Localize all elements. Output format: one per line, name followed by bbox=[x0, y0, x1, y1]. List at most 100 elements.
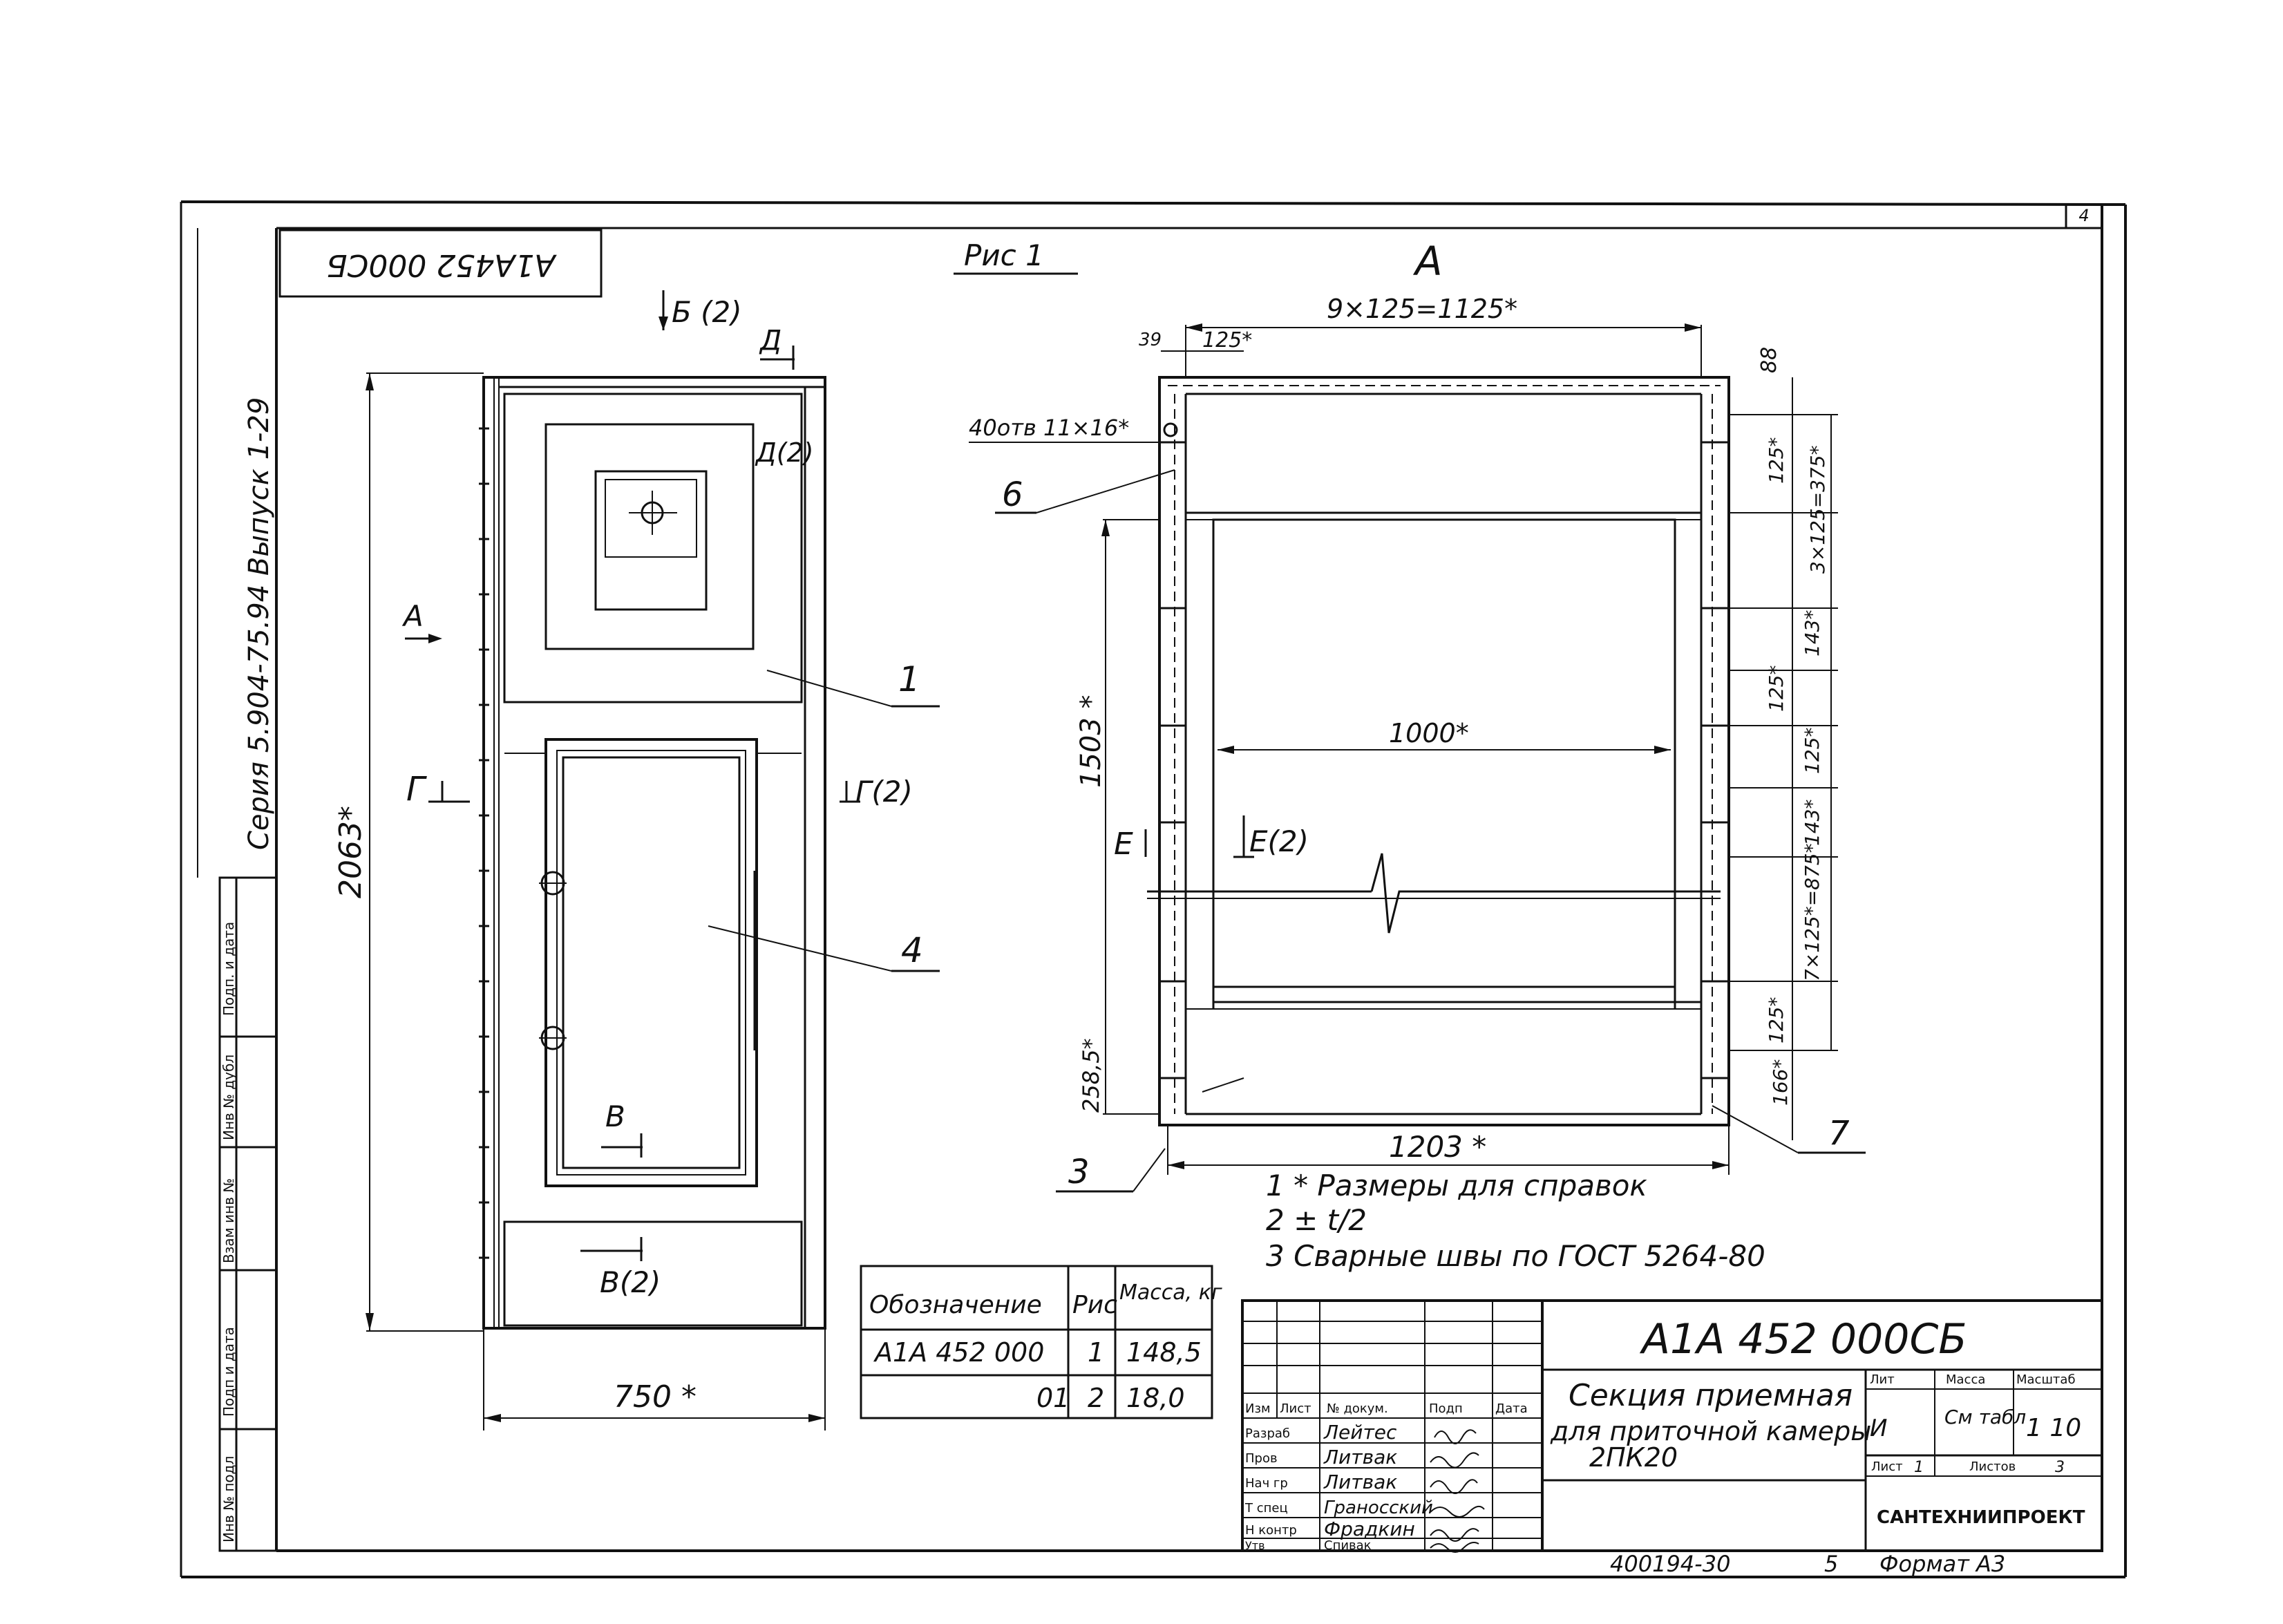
tb-name-5: Фрадкин bbox=[1324, 1518, 1415, 1540]
spec-row1-mass: 148,5 bbox=[1126, 1337, 1202, 1368]
stamp-sign-date-2: Подп и дата bbox=[220, 1327, 237, 1417]
view-arrow-a: А bbox=[401, 599, 424, 633]
section-mark-e: Е bbox=[1114, 827, 1133, 862]
tb-doc-code: А1А 452 000СБ bbox=[1639, 1315, 1967, 1363]
note-2: 2 ± t/2 bbox=[1266, 1203, 1367, 1237]
dim-258-5: 258,5* bbox=[1078, 1038, 1104, 1113]
door-panel bbox=[562, 756, 741, 1169]
stamp-orig-inv: Инв № подл bbox=[220, 1456, 237, 1542]
flange-frame bbox=[594, 470, 708, 611]
dim-r-166: 166* bbox=[1769, 1059, 1792, 1106]
spec-row1-designation: А1А 452 000 bbox=[873, 1337, 1044, 1368]
mounting-hole bbox=[1163, 422, 1178, 437]
section-mark-b: Б (2) bbox=[672, 295, 742, 329]
tb-title-line3: 2ПК20 bbox=[1589, 1442, 1678, 1473]
callout-7: 7 bbox=[1828, 1114, 1850, 1153]
tb-col-izm: Изм bbox=[1245, 1401, 1271, 1416]
spec-table: Обозначение Рис Масса, кг А1А 452 000 1 … bbox=[860, 1265, 1222, 1419]
tb-mass-value: См табл bbox=[1944, 1406, 2026, 1428]
tb-col-sign: Подп bbox=[1429, 1401, 1463, 1416]
callout-1: 1 bbox=[898, 659, 920, 699]
holes-note: 40отв 11×16* bbox=[969, 415, 1129, 441]
dim-r-3x125: 3×125=375* bbox=[1806, 445, 1829, 574]
front-view: Б (2) Д Д(2) А Г Г(2) В В(2) 1 4 2063* bbox=[333, 290, 940, 1431]
height-dimension: 2063* bbox=[333, 806, 368, 898]
dim-39: 39 bbox=[1139, 330, 1162, 350]
tb-col-doc: № докум. bbox=[1327, 1401, 1388, 1416]
tb-role-6: Утв bbox=[1245, 1539, 1265, 1552]
tb-mass-header: Масса bbox=[1946, 1372, 1985, 1387]
spec-row2-mass: 18,0 bbox=[1126, 1383, 1185, 1413]
dim-125-top: 125* bbox=[1202, 328, 1252, 352]
tb-name-2: Литвак bbox=[1323, 1446, 1397, 1469]
view-a-outer-frame bbox=[1158, 376, 1730, 1126]
view-a: А bbox=[969, 238, 1866, 1193]
dim-1203: 1203 * bbox=[1389, 1130, 1486, 1164]
tb-scale-header: Масштаб bbox=[2016, 1372, 2076, 1387]
spec-row2-designation: 01 bbox=[1036, 1383, 1070, 1413]
tb-role-4: Т спец bbox=[1244, 1501, 1288, 1516]
dim-r-143b: 143* bbox=[1801, 800, 1823, 846]
dim-1000: 1000* bbox=[1389, 718, 1469, 748]
section-mark-d2: Д(2) bbox=[755, 437, 814, 468]
stamp-dup-inv: Инв № дубл bbox=[220, 1055, 237, 1140]
tb-title-line1: Секция приемная bbox=[1569, 1378, 1853, 1413]
tb-name-6: Спивак bbox=[1324, 1538, 1372, 1553]
tb-organization: САНТЕХНИИПРОЕКТ bbox=[1877, 1507, 2085, 1528]
format-label: Формат А3 bbox=[1879, 1551, 2005, 1577]
tb-sheets-label: Листов bbox=[1969, 1460, 2016, 1474]
door-frame bbox=[544, 738, 758, 1187]
title-block: Изм Лист № докум. Подп Дата Разраб Лейте… bbox=[1241, 1299, 2103, 1553]
tb-lit-value: И bbox=[1870, 1415, 1887, 1442]
tb-role-1: Разраб bbox=[1245, 1426, 1290, 1441]
section-mark-d: Д bbox=[759, 325, 781, 357]
dim-r-143a: 143* bbox=[1801, 610, 1823, 657]
note-3: 3 Сварные швы по ГОСТ 5264-80 bbox=[1266, 1239, 1765, 1273]
tb-role-2: Пров bbox=[1245, 1451, 1278, 1466]
spec-header-designation: Обозначение bbox=[869, 1291, 1042, 1319]
code-stamp-rotated: А1А452 000СБ bbox=[326, 247, 557, 283]
view-a-letter: А bbox=[1412, 238, 1443, 285]
tb-lit-header: Лит bbox=[1870, 1372, 1895, 1387]
side-stamp: Подп. и дата Инв № дубл Взам инв № Подп … bbox=[218, 876, 278, 1552]
tb-name-3: Литвак bbox=[1323, 1471, 1397, 1493]
dim-width-top: 9×125=1125* bbox=[1327, 294, 1517, 324]
spec-header-mass: Масса, кг bbox=[1119, 1281, 1222, 1305]
note-1: 1 * Размеры для справок bbox=[1266, 1169, 1647, 1202]
tb-sheets-value: 3 bbox=[2055, 1459, 2065, 1476]
callout-4: 4 bbox=[901, 930, 923, 970]
tb-name-4: Граносский bbox=[1324, 1498, 1433, 1518]
dim-r-125c: 125* bbox=[1801, 728, 1823, 774]
sheet-number-box bbox=[2065, 203, 2103, 229]
tb-scale-value: 1 10 bbox=[2026, 1414, 2081, 1442]
tb-sheet-value: 1 bbox=[1914, 1459, 1924, 1476]
spec-header-fig: Рис bbox=[1072, 1291, 1117, 1319]
width-dimension: 750 * bbox=[614, 1379, 697, 1415]
bottom-code: 400194-30 bbox=[1610, 1551, 1730, 1577]
bottom-plate bbox=[503, 1220, 803, 1327]
dim-r-125d: 125* bbox=[1765, 997, 1788, 1044]
bottom-sheet: 5 bbox=[1824, 1551, 1838, 1577]
stamp-replace-inv: Взам инв № bbox=[220, 1178, 237, 1263]
tb-sheet-label: Лист bbox=[1871, 1460, 1903, 1474]
dim-r-125a: 125* bbox=[1765, 437, 1788, 484]
section-mark-v2: В(2) bbox=[600, 1265, 661, 1299]
signatures bbox=[1430, 1429, 1485, 1553]
tb-role-3: Нач гр bbox=[1245, 1476, 1288, 1491]
code-stamp-box bbox=[278, 229, 603, 298]
sheet-number: 4 bbox=[2078, 206, 2089, 225]
section-mark-g: Г bbox=[406, 770, 427, 809]
section-mark-g2: Г(2) bbox=[855, 775, 913, 809]
dim-1503: 1503 * bbox=[1075, 695, 1107, 788]
tb-col-list: Лист bbox=[1280, 1401, 1311, 1416]
callout-3: 3 bbox=[1068, 1153, 1090, 1191]
casing-outline bbox=[482, 376, 826, 1330]
dim-r-7x125: 7×125*=875* bbox=[1801, 843, 1823, 981]
callout-6: 6 bbox=[1002, 475, 1023, 514]
figure-title: Рис 1 bbox=[964, 238, 1044, 272]
series-text: Серия 5.904-75.94 Выпуск 1-29 bbox=[243, 397, 275, 850]
section-mark-v: В bbox=[605, 1099, 625, 1133]
tb-name-1: Лейтес bbox=[1323, 1421, 1397, 1444]
dim-r-125b: 125* bbox=[1765, 665, 1788, 712]
